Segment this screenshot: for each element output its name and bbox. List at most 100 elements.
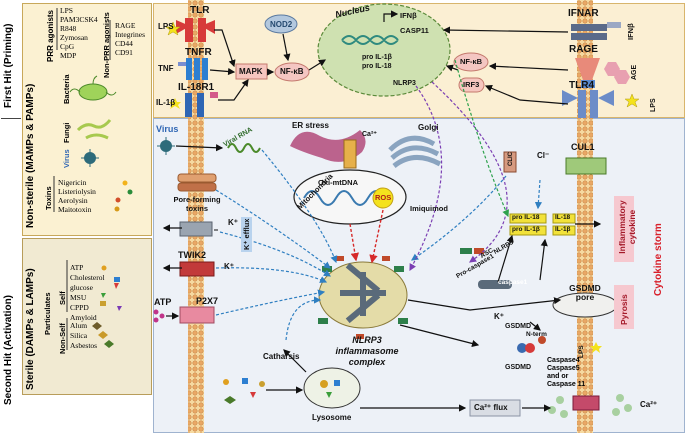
nonself-list: Alum Silica Asbestos (70, 321, 97, 351)
golgi-shape (388, 135, 442, 169)
viral-rna-icon (227, 143, 261, 153)
lps-star-right-icon (624, 93, 640, 108)
ifnb-right-label: IFNβ (626, 23, 635, 40)
nlrp3-label: NLRP3 (393, 80, 416, 87)
tnfr-receptor (178, 58, 208, 80)
imiquimod-label: Imiquimod (410, 204, 448, 213)
pro-il18-act-label: pro IL-18 (512, 214, 540, 221)
irf3-label: IRF3 (463, 80, 480, 89)
il18-label: IL-18 (555, 214, 571, 221)
toxin-item: Maitotoxin (58, 205, 92, 214)
nonprr-item: CD91 (115, 48, 133, 57)
il1b-box (552, 225, 576, 236)
il18-box (552, 213, 576, 224)
tlr4-label: TLR4 (569, 80, 594, 91)
cl-minus-label: Cl⁻ (537, 151, 550, 160)
sterile-panel (22, 238, 152, 395)
cul1-label: CUL1 (571, 142, 595, 152)
age-icon (604, 62, 630, 84)
particulates-label: Particulates (43, 292, 52, 335)
caspase1-label: caspase1 (498, 279, 528, 286)
nfkb-right-label: NF-κB (460, 57, 483, 66)
bacteria-icon (78, 83, 108, 101)
lps-star-icon (165, 21, 181, 36)
calcium-channel (343, 139, 357, 169)
k-channel (179, 221, 213, 237)
nonprr-item: CD44 (115, 39, 133, 48)
prr-item: CpG (60, 42, 75, 51)
toxin-item: Listeriolysin (58, 187, 96, 196)
self-list: ATP Cholesterol glucose MSU CPPD Amyloid (70, 263, 105, 323)
ca-channel-right (572, 395, 600, 411)
nonself-item: Alum (70, 321, 88, 330)
fungi-label: Fungi (62, 122, 71, 143)
sterile-title: Sterile (DAMPs & LAMPs) (25, 268, 36, 390)
nod2-oval (264, 14, 298, 34)
prr-item: R848 (60, 24, 77, 33)
inflammasome-label: NLRP3 inflammasome complex (335, 335, 399, 367)
lysosome-label: Lysosome (312, 413, 352, 422)
atp-label: ATP (154, 297, 172, 307)
k-efflux-label: K⁺ efflux (241, 216, 252, 252)
gsdmd-pore-label: GSDMD pore (569, 283, 601, 302)
nfkb-label: NF-κB (280, 67, 304, 76)
tlr4-receptor (562, 90, 614, 118)
k-plus-label: K⁺ (228, 218, 238, 227)
nucleus (317, 3, 451, 97)
ifnb-label: IFNβ (400, 11, 417, 20)
gsdmd2-label: GSDMD (505, 364, 532, 371)
caspase-list: Caspase4 Caspase5 and or Caspase 11 (547, 357, 585, 389)
hit-divider (1, 118, 21, 119)
pro-il18-box (509, 213, 547, 224)
catharsis-label: Catharsis (263, 352, 300, 361)
tlr-receptor (176, 18, 215, 42)
clic-channel (503, 151, 517, 173)
ca-flux-box (469, 399, 521, 417)
self-item: Amyloid (70, 313, 97, 322)
dna-helix (341, 35, 399, 45)
n-term-label: N-term (526, 331, 547, 338)
prr-item: MDP (60, 51, 77, 60)
prr-item: PAM3CSK4 (60, 15, 98, 24)
pro-il18-label: pro IL-18 (362, 63, 392, 70)
toxin-item: Nigericin (58, 178, 87, 187)
tnfr-label: TNFR (185, 47, 212, 58)
caspase1-shape (478, 280, 512, 289)
oxi-mtdna-label: Oxi-mtDNA (318, 178, 359, 187)
virus-icon-left (84, 152, 96, 164)
virus-icon (160, 140, 172, 152)
il18r1-label: IL-18R1 (178, 82, 215, 93)
tnf-label: TNF (158, 64, 174, 73)
self-item: ATP (70, 263, 84, 272)
twik2-label: TWIK2 (178, 250, 206, 260)
lps-right-label: LPS (650, 98, 657, 112)
nonprr-item: RAGE (115, 21, 136, 30)
cul1-channel (565, 157, 607, 175)
mapk-label: MAPK (239, 67, 263, 76)
nfkb-right-oval (453, 52, 489, 72)
pro-il1b-act-label: pro IL-1β (512, 226, 540, 233)
ros-star (372, 187, 394, 209)
virus-label-act: Virus (156, 124, 179, 134)
nonsterile-panel (22, 3, 152, 236)
cytokine-storm-label: Cytokine storm (653, 223, 664, 296)
toxin-item: Aerolysin (58, 196, 88, 205)
self-item: Cholesterol (70, 273, 105, 282)
clic-label: CLIC (508, 152, 514, 166)
il18r1-receptor (185, 92, 218, 117)
twik2-channel (179, 261, 215, 277)
nonself-item: Silica (70, 331, 88, 340)
age-label: AGE (631, 64, 638, 80)
nonself-item: Asbestos (70, 341, 98, 350)
prr-item: Zymosan (60, 33, 88, 42)
ros-label: ROS (375, 193, 392, 202)
pro-il1b-label: pro IL-1β (362, 54, 392, 61)
ca2-right-label: Ca²⁺ (640, 400, 658, 409)
casp11-label: CASP11 (400, 26, 429, 35)
caspase-item: and or (547, 373, 569, 380)
inflammatory-cytokine-label: Inflammatory cytokine (617, 200, 637, 254)
tlr-label: TLR (190, 5, 210, 16)
rage-receptor (575, 58, 600, 88)
atp-dots-icon (153, 309, 165, 323)
